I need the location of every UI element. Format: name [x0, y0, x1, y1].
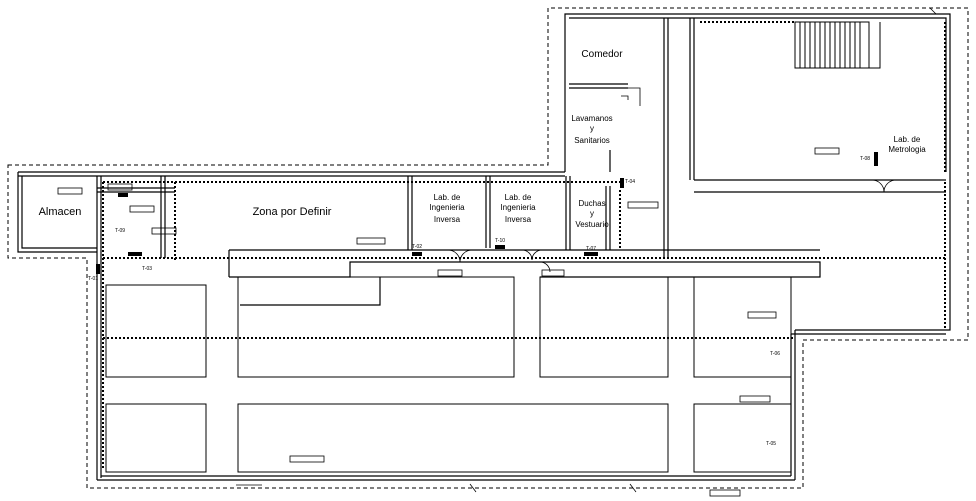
room-label-lavamanos-line2: y [590, 124, 594, 133]
room-label-comedor: Comedor [581, 49, 623, 60]
room-label-duchas-line3: Vestuario [575, 220, 609, 229]
room-label-almacen: Almacen [39, 206, 82, 218]
tag-t02: T-02 [412, 244, 422, 250]
tag-t06: T-06 [770, 351, 780, 357]
bench-3 [237, 276, 515, 378]
room-label-lab-inversa-b-line1: Lab. de [505, 193, 532, 202]
tag-t09: T-09 [115, 228, 125, 234]
tag-t01: T-01 [88, 276, 98, 282]
bench-1 [105, 284, 207, 378]
room-label-lab-inversa-a-line2: Ingenieria [429, 203, 465, 212]
tag-t07: T-07 [586, 246, 596, 252]
equipment-markers [96, 152, 878, 274]
tag-t08: T-08 [860, 156, 870, 162]
annotation-callouts [57, 147, 840, 497]
tag-t05: T-05 [766, 441, 776, 447]
boundary-marks [236, 7, 937, 493]
bench-2 [105, 403, 207, 473]
room-label-duchas-line1: Duchas [578, 199, 605, 208]
room-label-lavamanos-line3: Sanitarios [574, 136, 610, 145]
bench-4 [237, 403, 669, 473]
room-label-duchas-line2: y [590, 209, 594, 218]
outer-boundary [7, 7, 969, 489]
room-label-lab-inversa-a-line1: Lab. de [434, 193, 461, 202]
cable-trays [102, 21, 946, 470]
tag-t04: T-04 [625, 179, 635, 185]
room-label-lavamanos-line1: Lavamanos [571, 114, 612, 123]
room-label-metrologia-line2: Metrologia [888, 145, 926, 154]
room-label-zona-por-definir: Zona por Definir [253, 206, 332, 218]
bench-6 [693, 276, 792, 378]
tag-t03: T-03 [142, 266, 152, 272]
room-label-lab-inversa-b-line3: Inversa [505, 215, 532, 224]
room-label-lab-inversa-b-line2: Ingenieria [500, 203, 536, 212]
benches [105, 276, 792, 473]
bench-5 [539, 276, 669, 378]
tag-t10: T-10 [495, 238, 505, 244]
stairs [794, 21, 881, 69]
bench-7 [693, 403, 792, 473]
doors [447, 87, 897, 273]
room-label-metrologia-line1: Lab. de [894, 135, 921, 144]
building-walls [17, 13, 951, 481]
room-label-lab-inversa-a-line3: Inversa [434, 215, 461, 224]
